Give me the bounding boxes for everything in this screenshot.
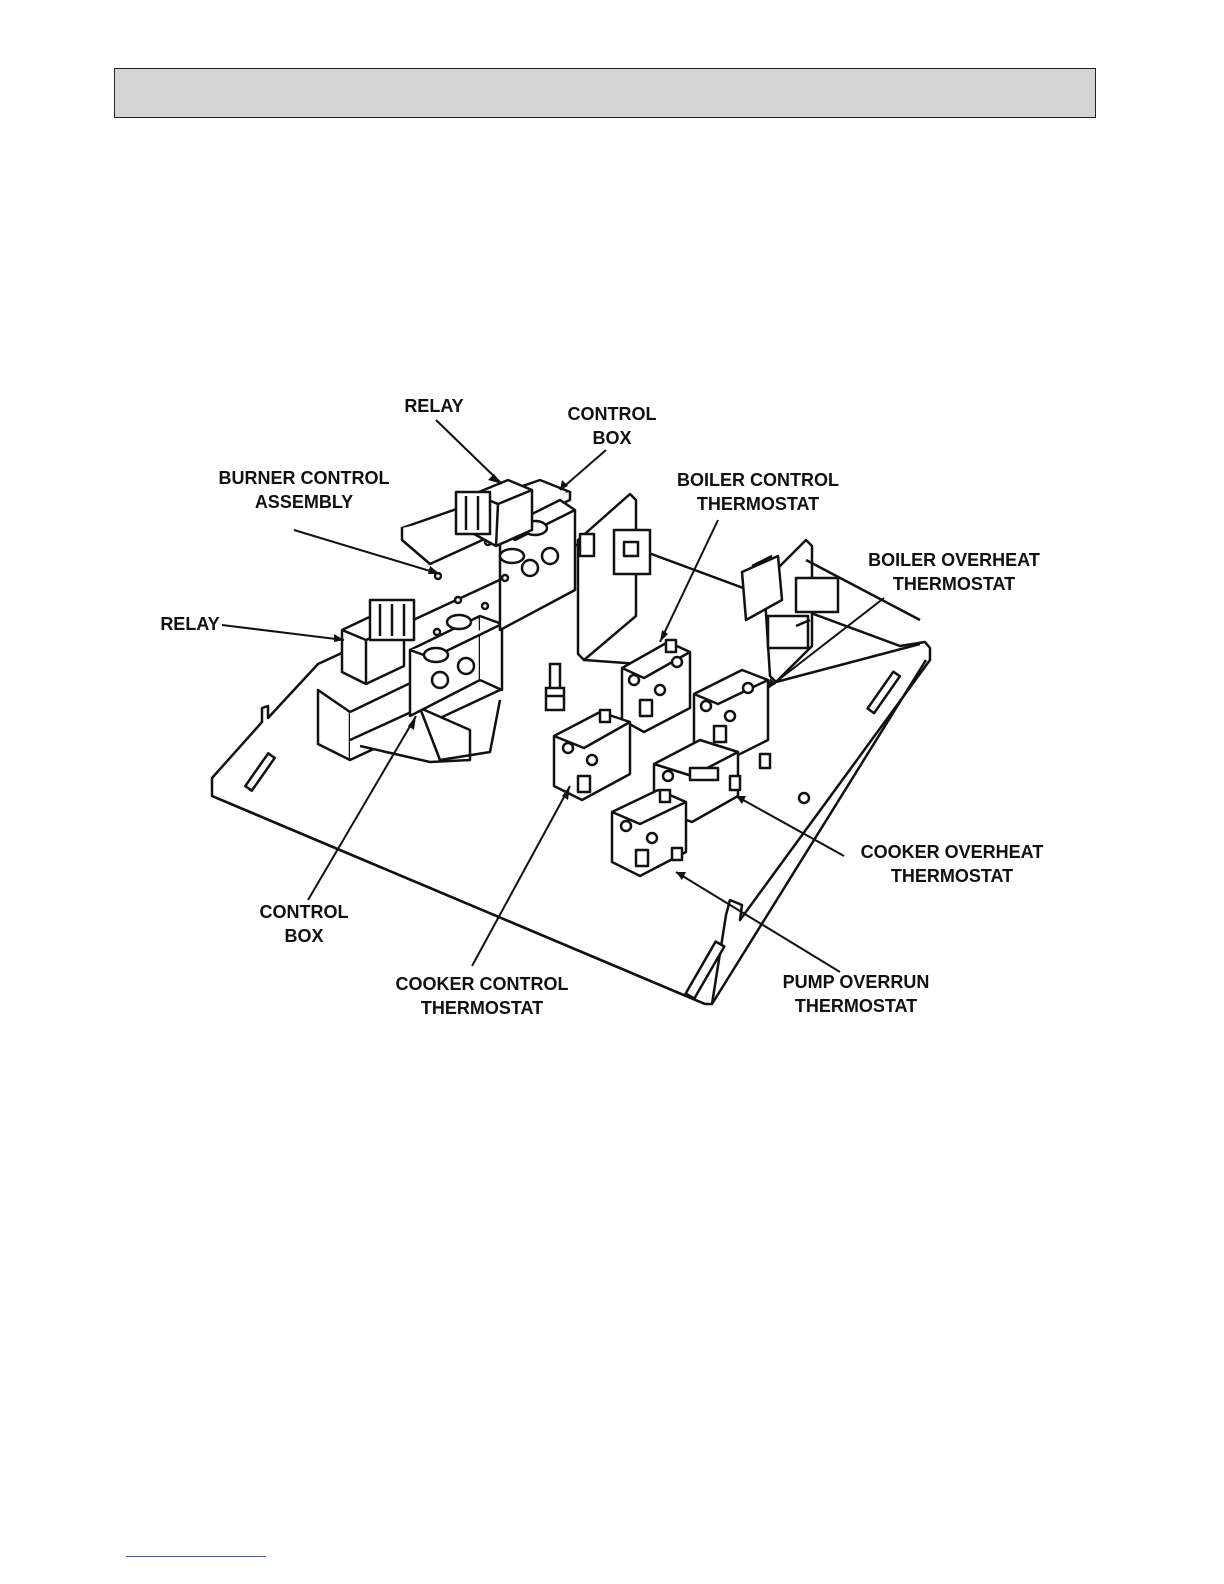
label-control-box-bottom-line1: CONTROL — [260, 902, 349, 922]
label-boiler-control-line1: BOILER CONTROL — [677, 470, 839, 490]
label-control-box-bottom-line2: BOX — [284, 926, 323, 946]
label-control-box-top-line2: BOX — [592, 428, 631, 448]
label-cooker-overheat-line2: THERMOSTAT — [891, 866, 1013, 886]
label-pump-overrun-line2: THERMOSTAT — [795, 996, 917, 1016]
label-burner-control-line2: ASSEMBLY — [255, 492, 353, 512]
label-relay-left: RELAY — [160, 614, 219, 634]
label-burner-control-line1: BURNER CONTROL — [219, 468, 390, 488]
label-cooker-control-line2: THERMOSTAT — [421, 998, 543, 1018]
label-control-box-top-line1: CONTROL — [568, 404, 657, 424]
label-boiler-overheat-line1: BOILER OVERHEAT — [868, 550, 1040, 570]
label-cooker-control-line1: COOKER CONTROL — [396, 974, 569, 994]
label-boiler-control-line2: THERMOSTAT — [697, 494, 819, 514]
label-relay-top: RELAY — [404, 396, 463, 416]
label-boiler-overheat-line2: THERMOSTAT — [893, 574, 1015, 594]
footer-link-underline — [126, 1556, 266, 1557]
label-cooker-overheat-line1: COOKER OVERHEAT — [861, 842, 1044, 862]
label-pump-overrun-line1: PUMP OVERRUN — [783, 972, 930, 992]
